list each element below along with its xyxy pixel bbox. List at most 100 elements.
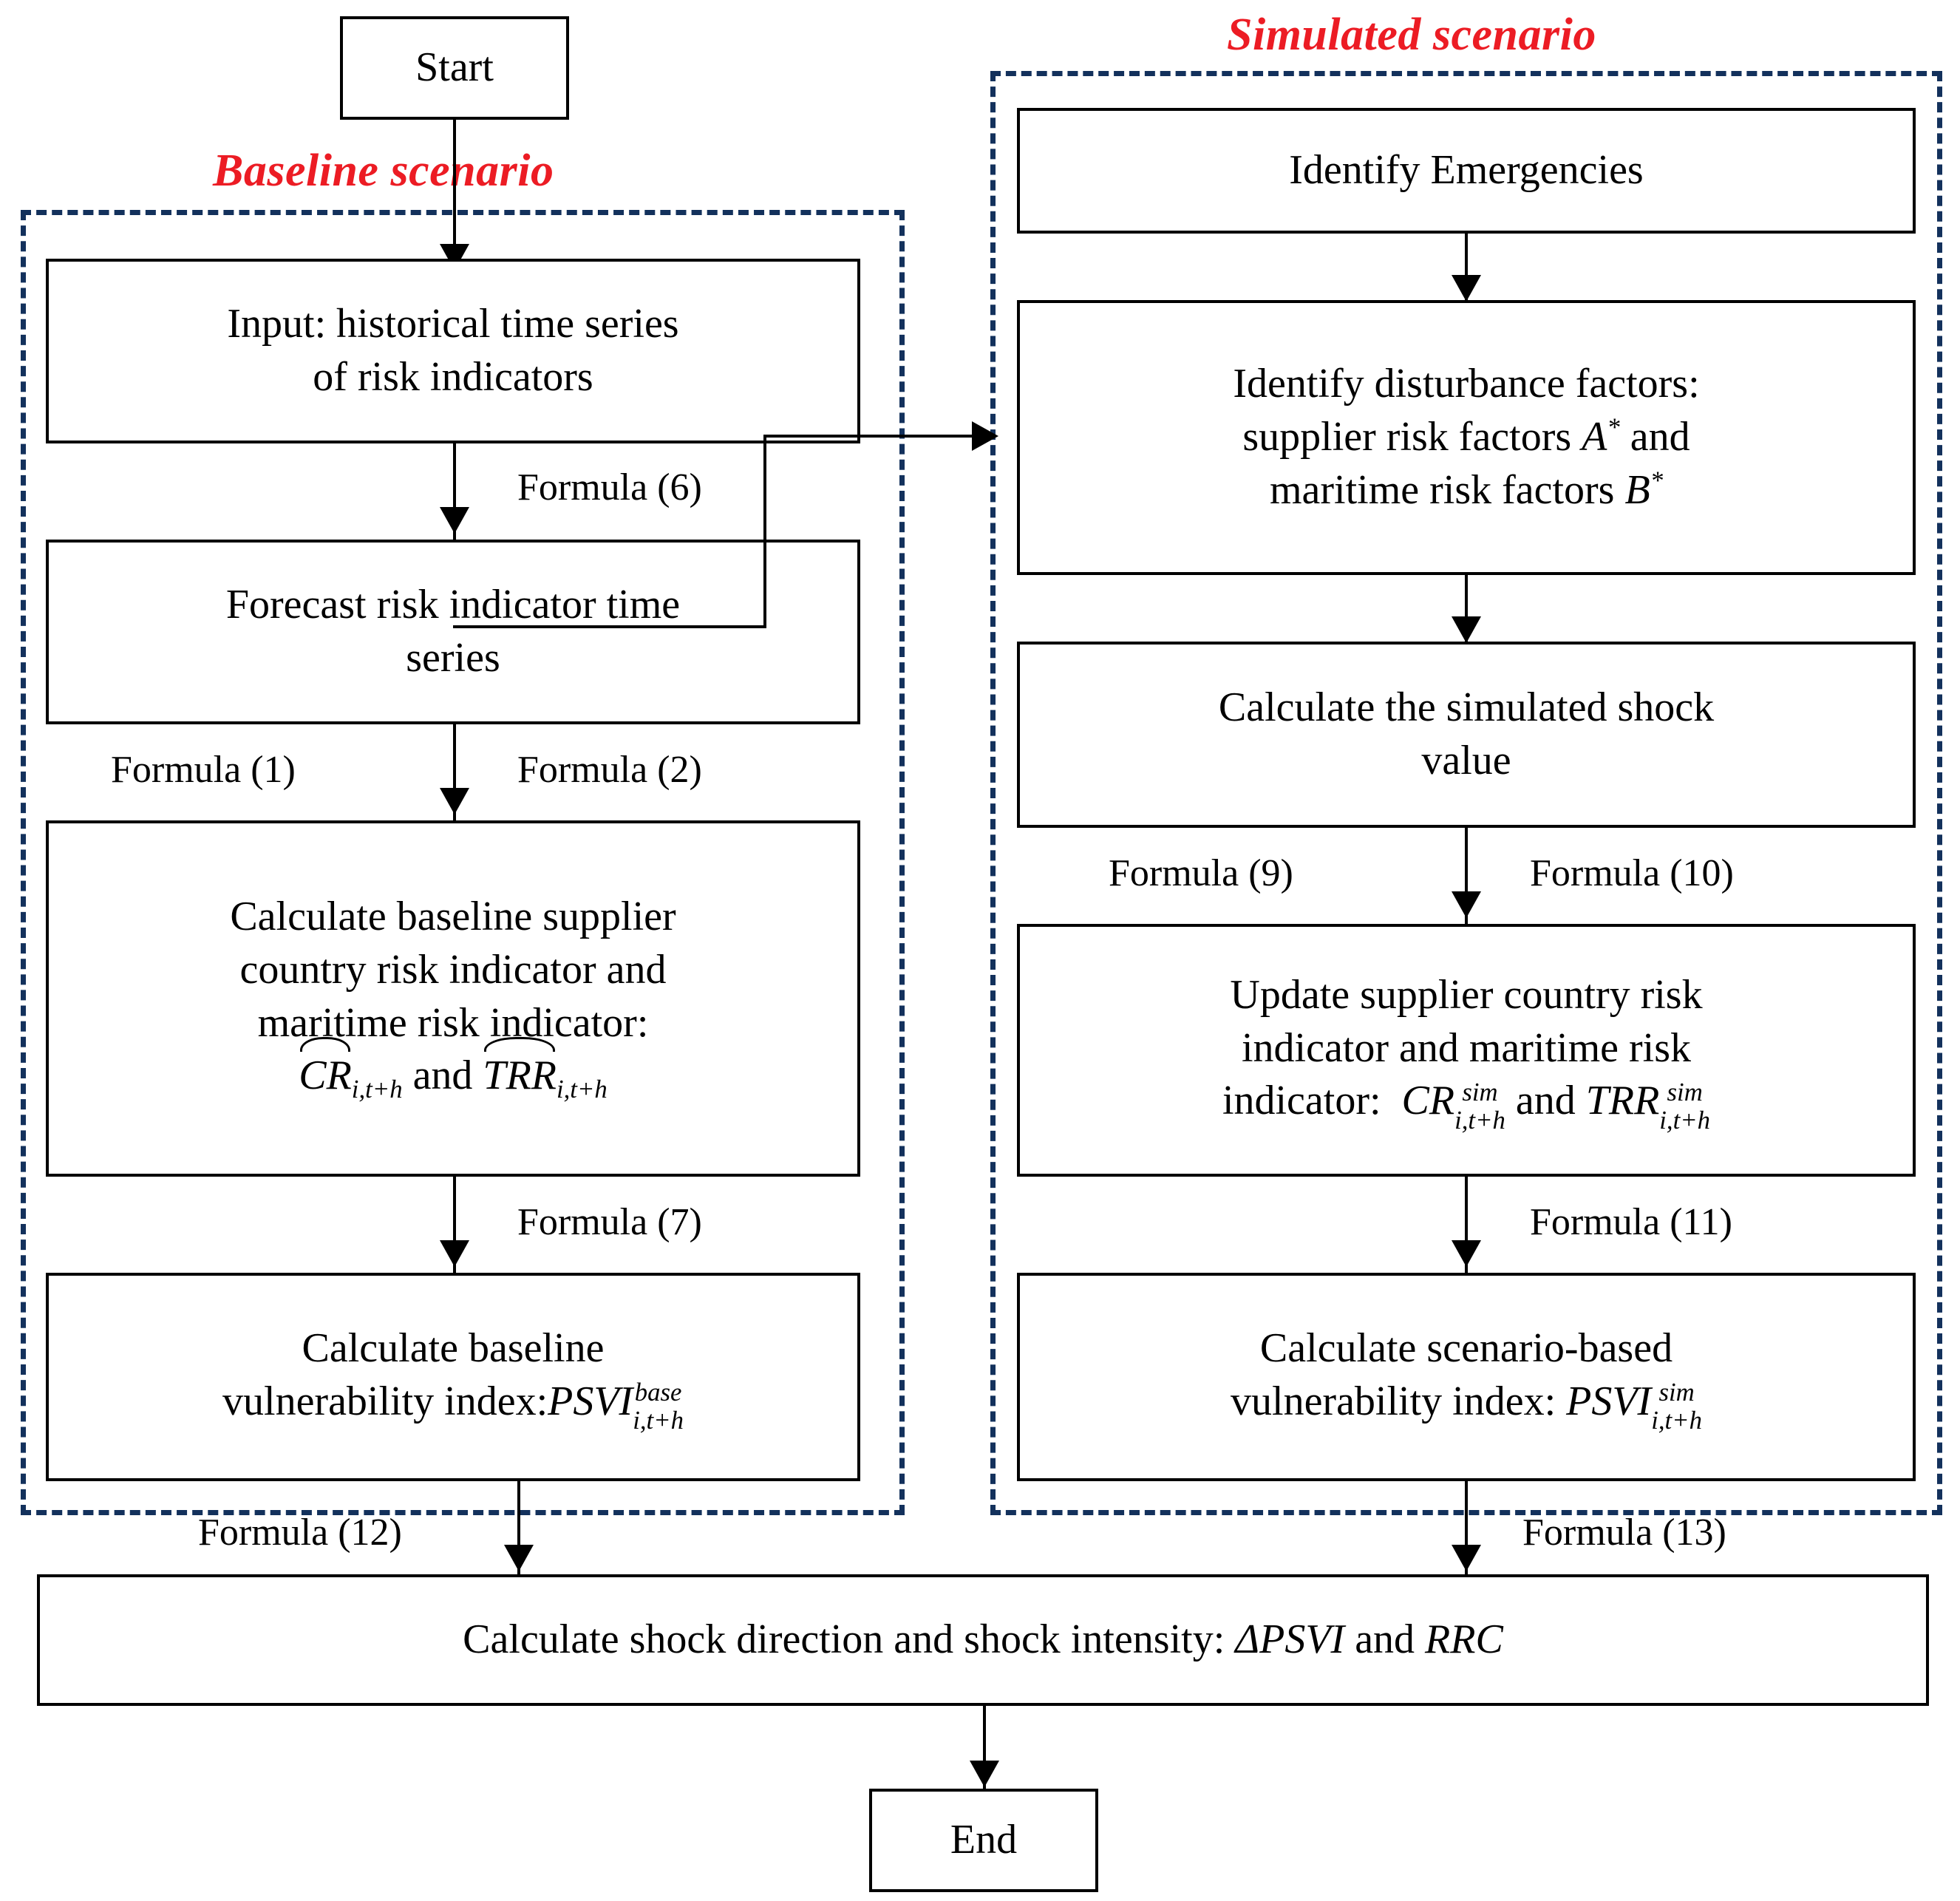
math-psvi-sim-sub: i,t+h [1651, 1406, 1702, 1435]
box-input-historical-series[interactable]: Input: historical time series of risk in… [46, 259, 860, 443]
box-forecast-line1: Forecast risk indicator time [225, 582, 681, 628]
box-disturbance-line1: Identify disturbance factors: [1233, 361, 1700, 407]
box-calculate-baseline-indicators[interactable]: Calculate baseline supplier country risk… [46, 820, 860, 1177]
box-forecast-risk-series[interactable]: Forecast risk indicator time series [46, 540, 860, 724]
math-psvi-base-sup: base [634, 1377, 682, 1407]
math-psvi-sim-base: PSVI [1566, 1378, 1652, 1424]
math-cr-sim-sup: sim [1462, 1077, 1498, 1106]
start-terminator[interactable]: Start [340, 16, 569, 120]
formula-label-2: Formula (2) [517, 749, 702, 791]
box-calculate-scenario-psvi[interactable]: Calculate scenario-based vulnerability i… [1017, 1273, 1916, 1481]
formula-label-6: Formula (6) [517, 466, 702, 509]
box-shockvalue-line1: Calculate the simulated shock [1218, 684, 1715, 731]
arrowhead-psvi-base-to-final [504, 1545, 534, 1571]
math-b-star-sup: * [1650, 466, 1664, 495]
arrowhead-emergencies-to-disturbance [1452, 275, 1481, 302]
connector-emergencies-to-disturbance [1465, 234, 1468, 307]
math-cr-hat-base: CR [299, 1037, 352, 1103]
box-psvi-sim-line2-prefix: vulnerability index: [1231, 1378, 1556, 1424]
final-box-conj: and [1355, 1616, 1415, 1663]
math-trr-hat: TRRi,t+h [483, 1037, 608, 1103]
end-label: End [950, 1817, 1018, 1863]
connector-start-to-input [453, 120, 456, 253]
connector-disturbance-to-shockvalue [1465, 575, 1468, 649]
box-disturbance-line2-suffix: and [1630, 414, 1690, 460]
math-trr-sim: TRR sim i,t+h [1585, 1078, 1710, 1132]
box-identify-emergencies-label: Identify Emergencies [1289, 147, 1644, 194]
start-label: Start [415, 44, 494, 91]
math-delta-psvi: ΔPSVI [1235, 1616, 1345, 1663]
math-psvi-base-sub: i,t+h [633, 1406, 684, 1435]
box-update-line1: Update supplier country risk [1230, 972, 1703, 1018]
box-calculate-simulated-shock-value[interactable]: Calculate the simulated shock value [1017, 642, 1916, 828]
math-b-star-base: B [1624, 466, 1650, 513]
baseline-scenario-panel [21, 210, 905, 1515]
arrowhead-psvi-sim-to-final [1452, 1545, 1481, 1571]
box-forecast-line2: series [406, 635, 500, 681]
math-cr-hat: CRi,t+h [299, 1037, 403, 1103]
box-calc-base-line2: country risk indicator and [239, 946, 667, 993]
arrowhead-shockvalue-to-update [1452, 891, 1481, 918]
connector-final-to-end [983, 1706, 986, 1795]
math-conj-and-2: and [1515, 1078, 1576, 1124]
box-calc-base-line1: Calculate baseline supplier [230, 894, 676, 940]
box-psvi-base-line1: Calculate baseline [302, 1324, 605, 1371]
math-psvi-sim: PSVI sim i,t+h [1566, 1378, 1702, 1433]
math-trr-hat-sub: i,t+h [556, 1075, 608, 1104]
box-update-line2: indicator and maritime risk [1241, 1024, 1692, 1071]
math-trr-sim-sub: i,t+h [1659, 1106, 1711, 1135]
formula-label-1: Formula (1) [111, 749, 296, 791]
connector-input-to-forecast [453, 443, 456, 540]
math-a-star: A* [1582, 412, 1620, 460]
math-psvi-base-symbol: PSVI [548, 1378, 633, 1424]
box-shockvalue-line2: value [1421, 738, 1511, 783]
math-cr-sim: CR sim i,t+h [1402, 1078, 1505, 1132]
connector-psvi-sim-to-final [1465, 1481, 1468, 1577]
arrowhead-calc-to-psvi-base [440, 1240, 469, 1267]
arrowhead-final-to-end [970, 1761, 999, 1787]
arrowhead-update-to-psvi-sim [1452, 1240, 1481, 1267]
arrowhead-disturbance-to-shockvalue [1452, 616, 1481, 643]
math-trr-hat-base: TRR [483, 1037, 557, 1103]
math-trr-sim-scripts: sim i,t+h [1659, 1079, 1711, 1135]
end-terminator[interactable]: End [869, 1789, 1098, 1892]
box-psvi-sim-line1: Calculate scenario-based [1259, 1324, 1673, 1371]
box-input-line1: Input: historical time series [227, 301, 679, 347]
box-disturbance-line3-prefix: maritime risk factors [1269, 466, 1615, 513]
formula-label-9: Formula (9) [1109, 852, 1293, 894]
box-identify-disturbance-factors[interactable]: Identify disturbance factors: supplier r… [1017, 300, 1916, 575]
math-a-star-base: A [1582, 414, 1607, 460]
math-cr-sim-sub: i,t+h [1454, 1106, 1505, 1135]
box-disturbance-line2-prefix: supplier risk factors [1242, 414, 1572, 460]
math-b-star: B* [1624, 466, 1664, 513]
connector-shockvalue-to-update [1465, 828, 1468, 924]
math-trr-sim-base: TRR [1585, 1078, 1660, 1124]
simulated-scenario-title: Simulated scenario [1227, 10, 1596, 60]
math-psvi-base: PSVI base i,t+h [548, 1378, 684, 1433]
box-psvi-base-line2-prefix: vulnerability index: [222, 1378, 548, 1424]
math-rrc: RRC [1425, 1616, 1503, 1663]
math-psvi-sim-sup: sim [1658, 1377, 1695, 1407]
box-calculate-shock-direction-intensity[interactable]: Calculate shock direction and shock inte… [37, 1574, 1929, 1706]
arrowhead-input-to-forecast [440, 507, 469, 534]
connector-forecast-elbow-bottom [453, 625, 766, 628]
math-cr-sim-scripts: sim i,t+h [1454, 1077, 1505, 1135]
connector-forecast-elbow-riser [763, 435, 766, 628]
box-identify-emergencies[interactable]: Identify Emergencies [1017, 108, 1916, 234]
math-psvi-sim-scripts: sim i,t+h [1651, 1377, 1702, 1435]
formula-label-12: Formula (12) [198, 1511, 402, 1554]
math-conj-and-1: and [412, 1052, 473, 1099]
connector-update-to-psvi-sim [1465, 1177, 1468, 1273]
box-calculate-baseline-psvi[interactable]: Calculate baseline vulnerability index:P… [46, 1273, 860, 1481]
math-psvi-base-scripts: base i,t+h [633, 1377, 684, 1435]
box-update-indicators[interactable]: Update supplier country risk indicator a… [1017, 924, 1916, 1177]
arrowhead-forecast-to-disturbance [972, 421, 998, 451]
math-a-star-sup: * [1607, 412, 1620, 442]
math-cr-hat-sub: i,t+h [351, 1075, 403, 1104]
connector-forecast-to-calc [453, 724, 456, 820]
arrowhead-forecast-to-calc [440, 788, 469, 815]
formula-label-10: Formula (10) [1530, 852, 1734, 894]
formula-label-13: Formula (13) [1522, 1511, 1726, 1554]
formula-label-11: Formula (11) [1530, 1201, 1732, 1243]
